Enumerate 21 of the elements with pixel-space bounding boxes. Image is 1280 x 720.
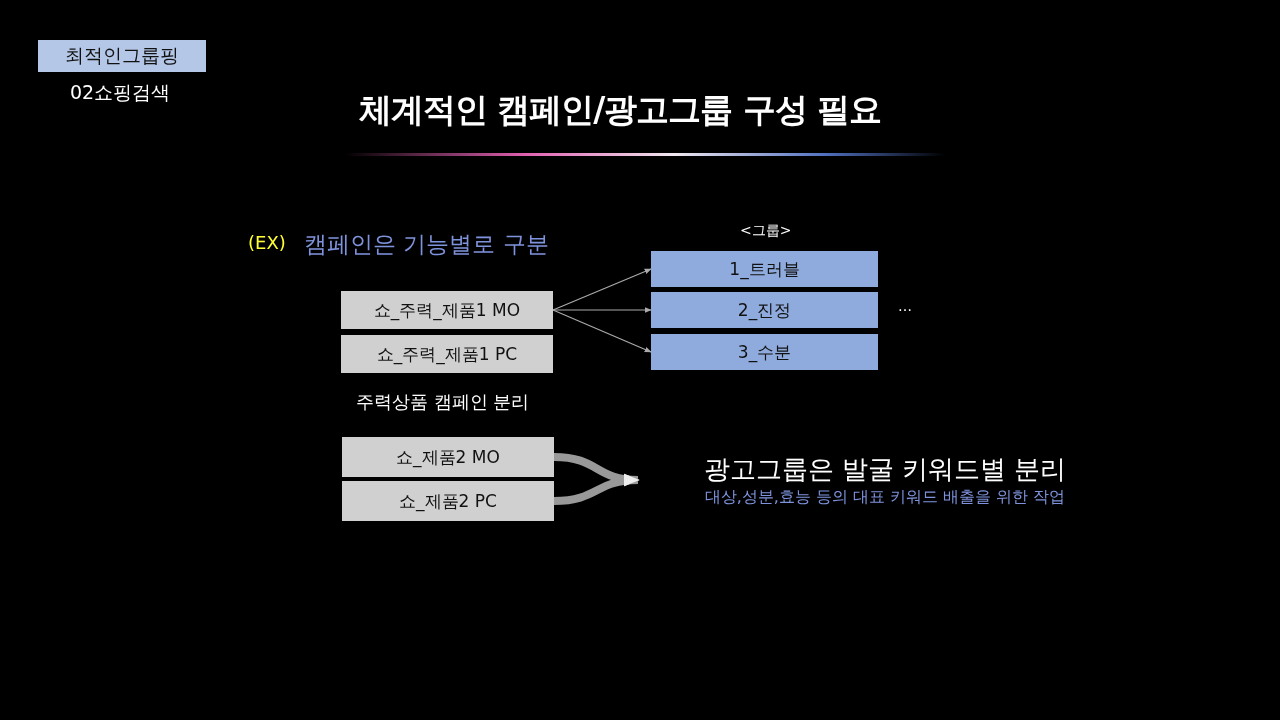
- arrow: [553, 474, 640, 505]
- arrow: [552, 307, 652, 313]
- text-label: 캠페인은 기능별로 구분: [304, 230, 549, 259]
- arrow: [552, 309, 652, 353]
- section-badge: 최적인그룹핑: [38, 40, 206, 72]
- campaign-box: 쇼_제품2 PC: [342, 481, 554, 521]
- text-label: (EX): [248, 232, 286, 253]
- text-label: …: [898, 298, 912, 314]
- text-label: 02쇼핑검색: [70, 80, 171, 105]
- campaign-box: 쇼_주력_제품1 MO: [341, 291, 553, 329]
- campaign-box: 쇼_제품2 MO: [342, 437, 554, 477]
- heading-text: 광고그룹은 발굴 키워드별 분리: [703, 453, 1067, 486]
- description-text: 대상,성분,효능 등의 대표 키워드 배출을 위한 작업: [704, 487, 1066, 508]
- ad-group-box: 1_트러블: [651, 251, 878, 287]
- ad-group-box: 2_진정: [651, 292, 878, 328]
- slide-title: 체계적인 캠페인/광고그룹 구성 필요: [357, 89, 883, 131]
- text-label: <그룹>: [740, 222, 792, 240]
- ad-group-box: 3_수분: [651, 334, 878, 370]
- arrow: [552, 268, 652, 311]
- campaign-box: 쇼_주력_제품1 PC: [341, 335, 553, 373]
- text-label: 주력상품 캠페인 분리: [356, 390, 530, 414]
